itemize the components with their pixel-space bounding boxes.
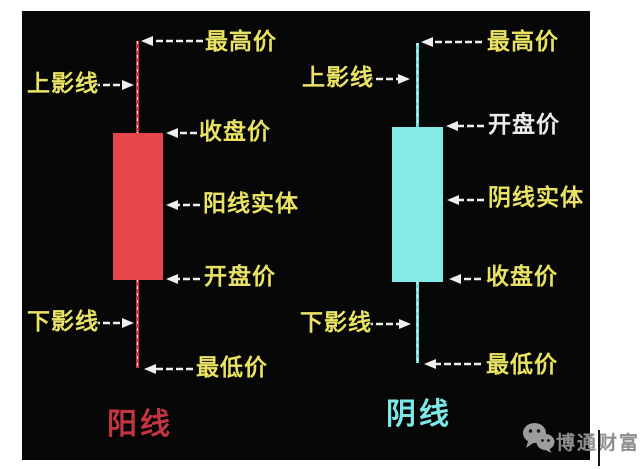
label-yang-upper-shadow: 上影线 — [27, 71, 99, 97]
label-yang-high: 最高价 — [205, 29, 277, 55]
yang-candle-body — [113, 133, 163, 280]
yin-candle-body — [392, 127, 443, 282]
label-yang-lower-shadow: 下影线 — [27, 309, 99, 335]
watermark — [522, 422, 555, 453]
wechat-icon — [523, 423, 555, 453]
label-yin-lower-shadow: 下影线 — [300, 310, 372, 336]
caption-yin-line: 阴线 — [386, 397, 452, 432]
label-yin-body: 阴线实体 — [488, 185, 584, 211]
label-yang-low: 最低价 — [196, 355, 268, 381]
label-yin-low: 最低价 — [486, 352, 558, 378]
watermark-text: 博通财富 — [556, 428, 640, 455]
vertical-line-artifact — [598, 430, 600, 466]
label-yang-open: 开盘价 — [204, 264, 276, 290]
label-yin-close: 收盘价 — [486, 264, 558, 290]
label-yin-open: 开盘价 — [488, 112, 560, 138]
caption-yang-line: 阳线 — [107, 407, 173, 442]
label-yang-close: 收盘价 — [199, 119, 271, 145]
label-yang-body: 阳线实体 — [203, 191, 299, 217]
label-yin-high: 最高价 — [487, 29, 559, 55]
label-yin-upper-shadow: 上影线 — [302, 65, 374, 91]
